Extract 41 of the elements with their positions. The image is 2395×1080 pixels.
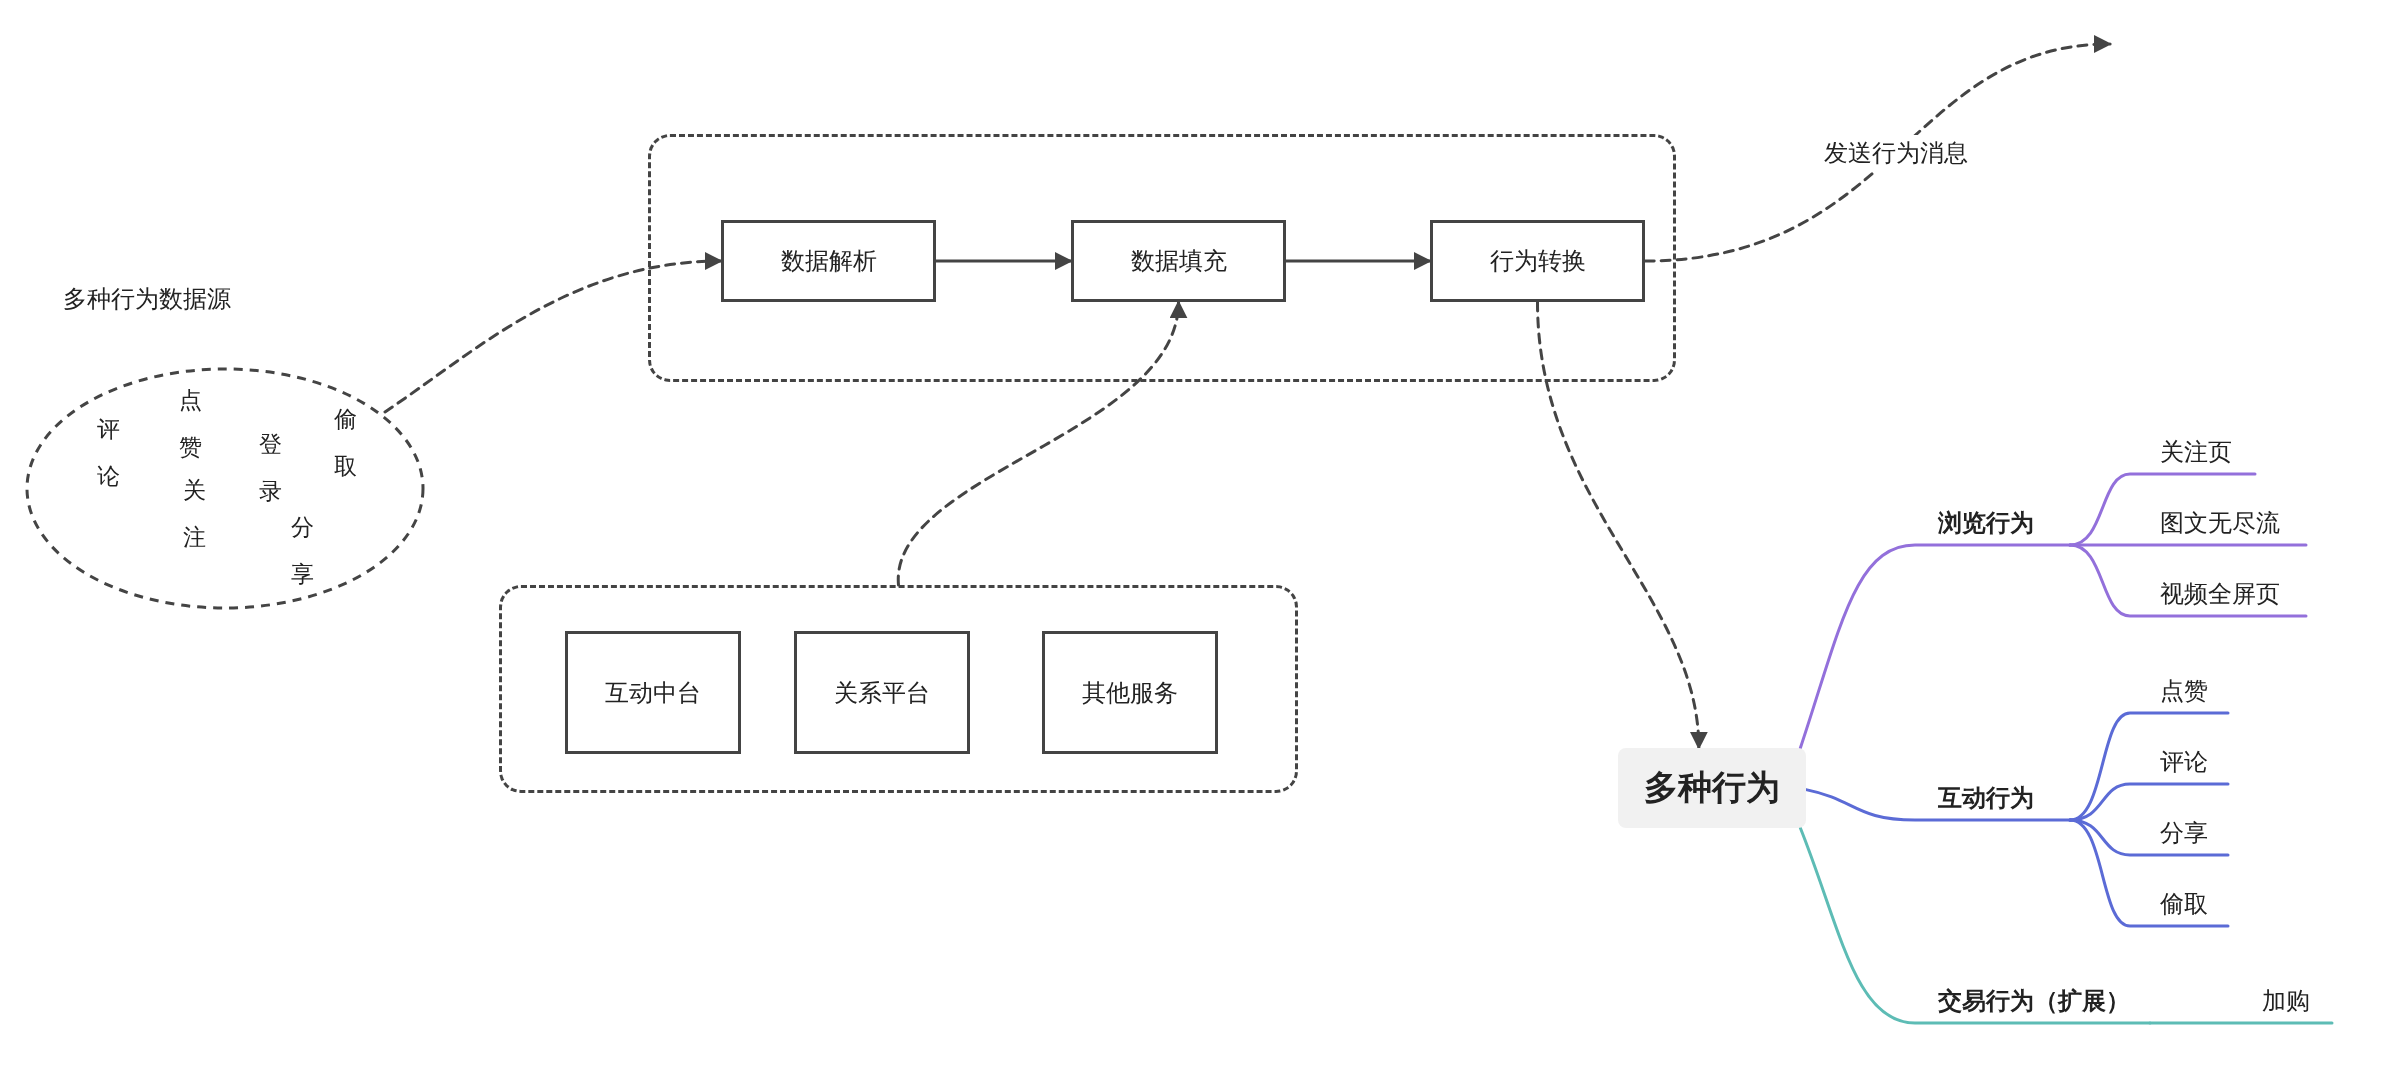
branch-line xyxy=(2068,472,2257,547)
branch-line xyxy=(1798,543,2072,750)
branch-line xyxy=(2148,1021,2334,1025)
leaf-label: 视频全屏页 xyxy=(2130,572,2306,616)
branch-label: 浏览行为 xyxy=(1915,500,2070,545)
leaf-label: 加购 xyxy=(2170,978,2332,1023)
process-box: 关系平台 xyxy=(794,631,970,754)
branch-label: 交易行为（扩展） xyxy=(1915,978,2150,1023)
leaf-label: 评论 xyxy=(2130,740,2228,784)
dashed-group-box xyxy=(648,134,1676,382)
arrow xyxy=(934,252,1073,270)
leaf-label: 点赞 xyxy=(2130,669,2228,713)
branch-line xyxy=(1804,788,2072,822)
behavior-label: 分享 xyxy=(291,513,314,589)
process-box: 行为转换 xyxy=(1430,220,1645,302)
branch-label: 互动行为 xyxy=(1915,775,2070,820)
source-heading: 多种行为数据源 xyxy=(63,284,231,314)
process-box: 数据填充 xyxy=(1071,220,1286,302)
branch-line xyxy=(2068,782,2230,822)
arrow xyxy=(1643,36,2112,263)
topic-box: 多种行为 xyxy=(1618,748,1806,828)
branch-line xyxy=(2068,543,2308,618)
behavior-label: 关注 xyxy=(183,476,206,552)
arrow xyxy=(383,252,723,414)
process-box: 其他服务 xyxy=(1042,631,1218,754)
leaf-label: 关注页 xyxy=(2130,430,2255,474)
behavior-label: 登录 xyxy=(259,430,282,506)
behavior-label: 偷取 xyxy=(334,405,357,481)
process-box: 数据解析 xyxy=(721,220,936,302)
arrow xyxy=(897,300,1185,587)
arrow xyxy=(1284,252,1432,270)
arrow xyxy=(1536,300,1707,750)
dashed-group-box xyxy=(499,585,1298,793)
branch-line xyxy=(1798,826,2152,1025)
behavior-label: 点赞 xyxy=(179,386,202,462)
process-box: 互动中台 xyxy=(565,631,741,754)
behavior-label: 评论 xyxy=(97,415,120,491)
leaf-label: 偷取 xyxy=(2130,882,2228,926)
leaf-label: 图文无尽流 xyxy=(2130,501,2306,545)
branch-line xyxy=(2068,818,2230,928)
leaf-label: 分享 xyxy=(2130,811,2228,855)
